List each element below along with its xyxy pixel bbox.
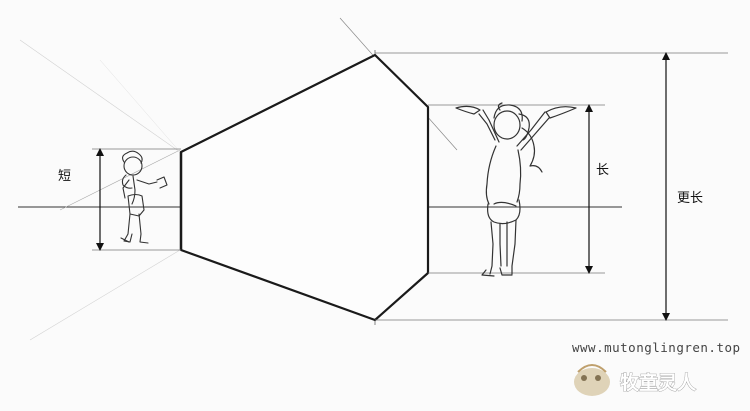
label-short: 短 — [58, 169, 71, 184]
label-long: 长 — [596, 163, 609, 178]
large-figure-sketch — [455, 102, 577, 277]
small-figure-sketch — [120, 150, 168, 244]
prism-shape — [179, 53, 430, 322]
faint-guide-3 — [99, 59, 181, 153]
watermark-mascot-icon — [574, 364, 610, 396]
label-longer: 更长 — [677, 191, 703, 206]
faint-guide-2 — [29, 249, 181, 341]
watermark-name: 牧童灵人 — [620, 371, 697, 394]
faint-guide-1 — [19, 39, 181, 153]
watermark-url: www.mutonglingren.top — [572, 340, 741, 355]
construction-line-left — [59, 149, 181, 211]
